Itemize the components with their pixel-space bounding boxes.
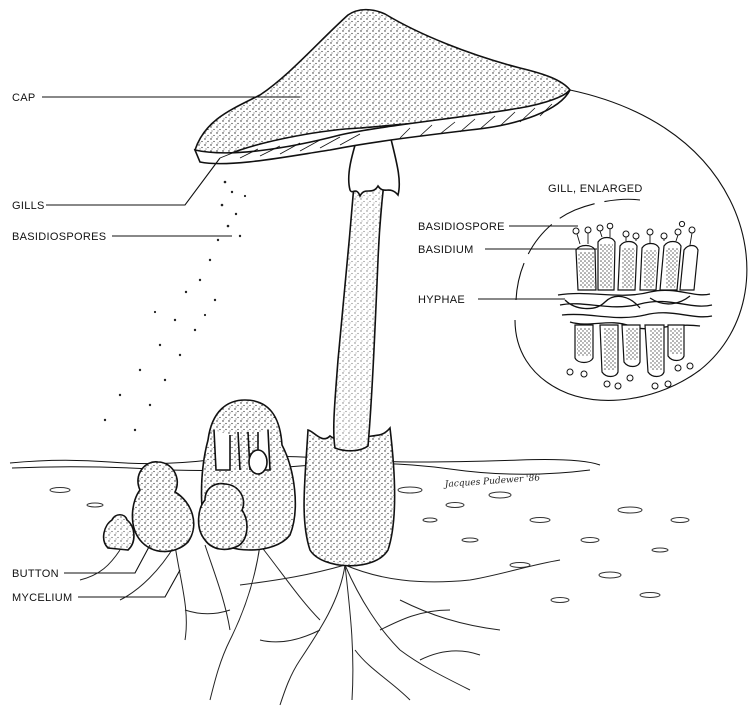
falling-basidiospores <box>104 181 246 431</box>
mycelium-threads <box>80 545 560 705</box>
label-basidiospores: BASIDIOSPORES <box>12 231 106 243</box>
label-button: BUTTON <box>12 568 59 580</box>
stem <box>334 135 400 451</box>
label-basidiospore: BASIDIOSPORE <box>418 221 505 233</box>
mycelium-leader-line <box>78 570 180 597</box>
label-cap: CAP <box>12 92 36 104</box>
button-leader-line <box>64 545 150 573</box>
artist-signature: Jacques Pudewer '86 <box>443 473 541 490</box>
label-basidium: BASIDIUM <box>418 244 474 256</box>
gills-leader-line <box>46 158 220 205</box>
button-small <box>104 515 134 550</box>
label-hyphae: HYPHAE <box>418 294 465 306</box>
label-gills: GILLS <box>12 200 45 212</box>
label-mycelium: MYCELIUM <box>12 592 72 604</box>
label-gill-enlarged: GILL, ENLARGED <box>548 183 643 195</box>
gill-tissue-enlarged <box>558 221 712 389</box>
button-medium <box>132 462 193 552</box>
button-medium-front <box>199 484 247 550</box>
